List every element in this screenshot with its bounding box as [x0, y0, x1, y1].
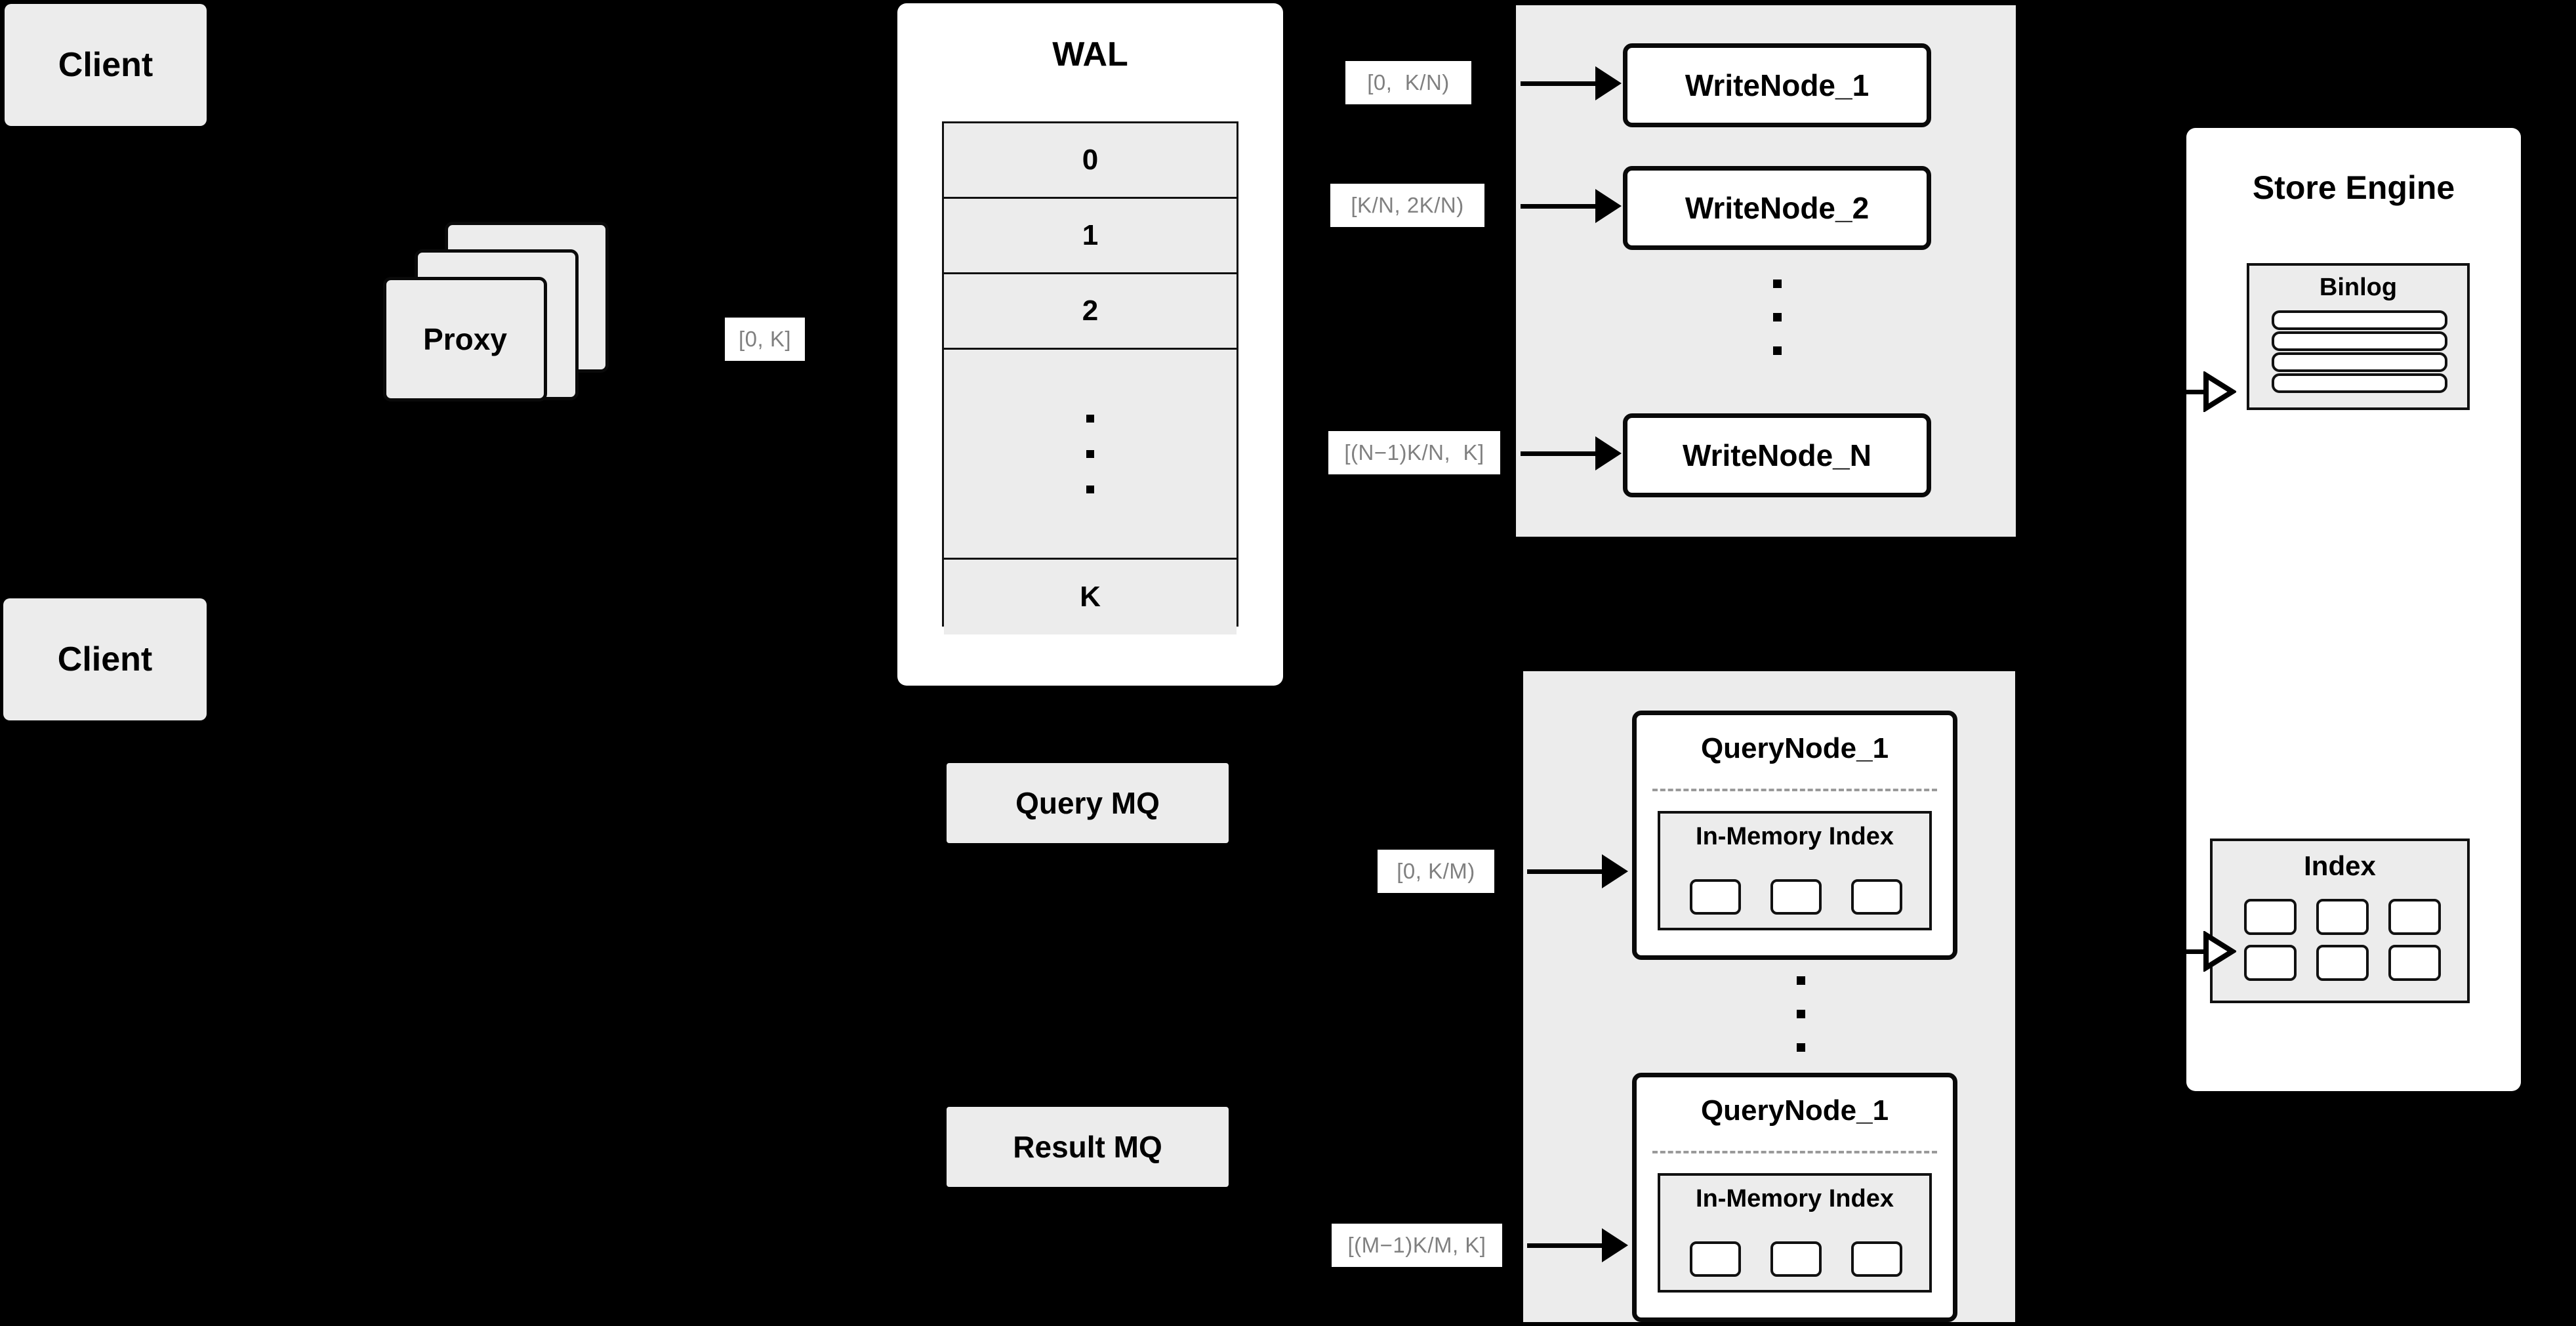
client-node-2[interactable]: Client [3, 598, 207, 720]
query-node-1-arrow-head [1602, 854, 1628, 888]
binlog-arrow-head-icon [2203, 371, 2236, 412]
client-node-1[interactable]: Client [5, 4, 207, 126]
query-mq-label: Query MQ [1015, 786, 1160, 820]
write-node-n-arrow-head [1595, 436, 1622, 470]
query-node-2-range-label: [(M−1)K/M, K] [1332, 1224, 1502, 1267]
result-mq-node[interactable]: Result MQ [947, 1107, 1229, 1187]
result-mq-label: Result MQ [1013, 1130, 1162, 1164]
query-node-2-arrow-head [1602, 1228, 1628, 1262]
query-node-1-arrow-line [1527, 869, 1619, 874]
index-box: Index [2210, 839, 2470, 1003]
write-node-2-arrow-head [1595, 189, 1622, 223]
binlog-bar [2272, 331, 2447, 351]
write-node-1-range-label: [0, K/N) [1345, 61, 1471, 104]
wal-panel: WAL 0 1 2 K [897, 3, 1283, 686]
write-node-1[interactable]: WriteNode_1 [1623, 43, 1931, 127]
query-node-2[interactable]: QueryNode_1 In-Memory Index [1632, 1073, 1957, 1322]
in-memory-index-title: In-Memory Index [1696, 1185, 1894, 1212]
query-node-ellipsis-dots [1791, 976, 1810, 1052]
proxy-card-front[interactable]: Proxy [383, 277, 547, 402]
index-chip [1770, 879, 1822, 915]
store-engine-title: Store Engine [2252, 169, 2455, 206]
write-node-label: WriteNode_1 [1685, 68, 1870, 102]
index-arrow-line [2169, 949, 2207, 954]
write-node-1-arrow-line [1521, 81, 1612, 86]
index-chip [2388, 945, 2441, 981]
write-node-2[interactable]: WriteNode_2 [1623, 166, 1931, 250]
query-node-divider [1652, 1151, 1937, 1153]
write-node-label: WriteNode_N [1683, 438, 1871, 472]
write-node-n-arrow-line [1521, 451, 1612, 456]
write-node-n[interactable]: WriteNode_N [1623, 413, 1931, 497]
query-node-label: QueryNode_1 [1700, 732, 1889, 764]
binlog-arrow-line [2169, 390, 2207, 394]
wal-row[interactable]: 1 [944, 199, 1237, 274]
wal-row[interactable]: K [944, 560, 1237, 634]
query-node-1-range-label: [0, K/M) [1378, 850, 1494, 893]
index-title: Index [2304, 850, 2376, 881]
write-node-2-range-label: [K/N, 2K/N) [1330, 184, 1484, 227]
index-chip [2388, 899, 2441, 935]
index-chip [1770, 1241, 1822, 1277]
wal-row-ellipsis [944, 350, 1237, 560]
client-label: Client [57, 640, 153, 678]
wal-row-list: 0 1 2 K [942, 121, 1238, 634]
binlog-box: Binlog [2247, 263, 2470, 410]
write-node-n-range-label: [(N−1)K/N, K] [1328, 431, 1500, 474]
index-chip [1851, 879, 1902, 915]
wal-title: WAL [1052, 35, 1128, 73]
index-arrow-head-icon [2203, 931, 2236, 972]
index-chip [1851, 1241, 1902, 1277]
index-chip [2316, 945, 2369, 981]
index-chip [2244, 945, 2297, 981]
in-memory-index-1: In-Memory Index [1658, 811, 1932, 930]
index-chip [2244, 899, 2297, 935]
binlog-bar [2272, 310, 2447, 330]
query-mq-node[interactable]: Query MQ [947, 763, 1229, 843]
wal-row[interactable]: 2 [944, 274, 1237, 350]
write-node-label: WriteNode_2 [1685, 191, 1870, 225]
store-engine-panel: Store Engine Binlog Index [2186, 128, 2521, 1091]
wal-row[interactable]: 0 [944, 123, 1237, 199]
query-node-label: QueryNode_1 [1700, 1094, 1889, 1127]
wal-ellipsis-dots [1086, 414, 1094, 493]
index-chip [1690, 879, 1741, 915]
proxy-range-label: [0, K] [725, 318, 805, 361]
write-node-2-arrow-line [1521, 204, 1612, 209]
query-node-divider [1652, 789, 1937, 791]
proxy-stack[interactable]: Proxy [380, 217, 669, 440]
write-node-1-arrow-head [1595, 66, 1622, 100]
query-node-2-arrow-line [1527, 1243, 1619, 1248]
proxy-label: Proxy [423, 322, 507, 356]
binlog-title: Binlog [2319, 274, 2398, 301]
index-chip [2316, 899, 2369, 935]
in-memory-index-title: In-Memory Index [1696, 823, 1894, 850]
binlog-bar [2272, 352, 2447, 372]
index-chip [1690, 1241, 1741, 1277]
query-node-1[interactable]: QueryNode_1 In-Memory Index [1632, 711, 1957, 960]
query-node-panel: QueryNode_1 In-Memory Index QueryNode_1 [1523, 671, 2015, 1322]
client-label: Client [58, 46, 153, 84]
in-memory-index-2: In-Memory Index [1658, 1173, 1932, 1293]
write-node-ellipsis-dots [1767, 280, 1787, 355]
binlog-bar [2272, 373, 2447, 393]
